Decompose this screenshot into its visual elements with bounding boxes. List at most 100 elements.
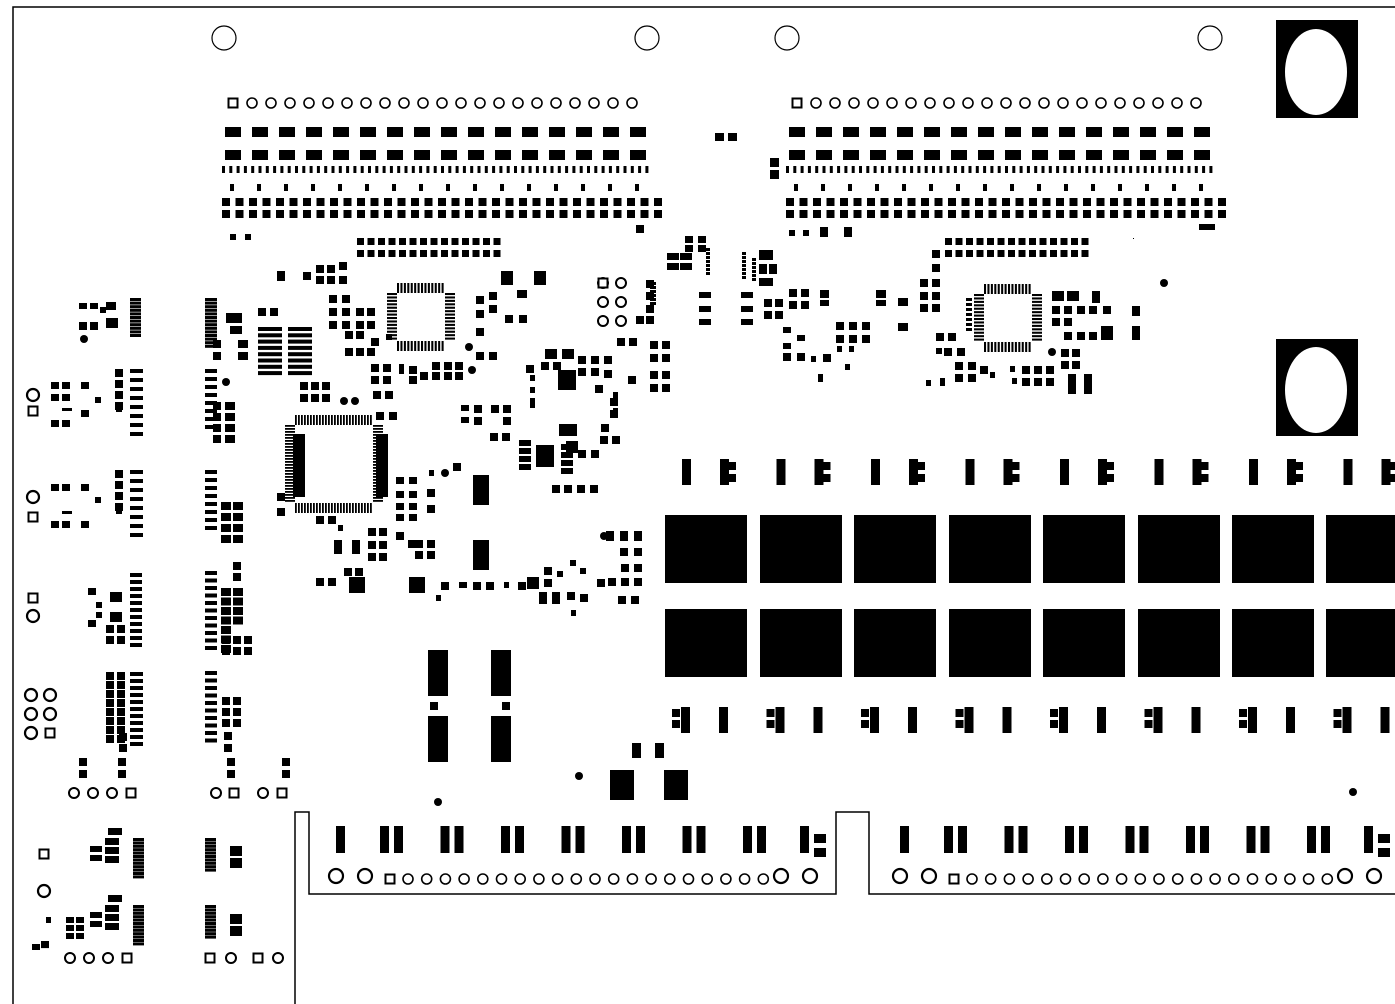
ic-pin-pad [213, 424, 221, 432]
through-hole-pad [83, 952, 95, 964]
ic-pin-pad [90, 912, 102, 918]
ic-pin-pad [224, 744, 232, 752]
ic-pin-pad [130, 700, 143, 704]
ic-pin-pad [205, 646, 217, 650]
ic-pin-pad [966, 313, 972, 316]
smd-pad [1081, 238, 1089, 245]
ic-pin-pad [130, 305, 141, 309]
smd-pad [344, 568, 352, 576]
ic-pin-pad [133, 928, 144, 932]
ic-pin-pad [133, 868, 144, 872]
smd-pad [1064, 306, 1072, 314]
ic-pin-pad [130, 330, 141, 334]
smd-pad [600, 436, 608, 444]
smd-pad [399, 364, 404, 374]
through-hole-pad [327, 867, 345, 885]
through-hole-pad [1336, 867, 1354, 885]
smd-pad [388, 250, 396, 257]
through-hole-pad [87, 787, 99, 799]
smd-pad [504, 582, 509, 588]
ic-pin-pad [205, 494, 217, 498]
ic-pin-pad [205, 377, 217, 381]
ic-pin-pad [205, 518, 217, 522]
ic-pin-pad [205, 344, 217, 348]
through-hole-pad [924, 97, 936, 109]
ic-pin-pad [376, 443, 388, 446]
smd-pad [371, 364, 379, 372]
ic-pin-pad [205, 922, 216, 925]
ic-pin-pad [205, 905, 216, 908]
smd-pad [430, 250, 438, 257]
smd-pad [476, 296, 484, 304]
ic-pin-pad [706, 256, 710, 259]
ic-pin-pad [90, 921, 102, 927]
through-hole-pad [303, 97, 315, 109]
through-hole-pad [867, 97, 879, 109]
smd-pad [1029, 238, 1036, 245]
smd-pad [837, 346, 842, 352]
through-hole-pad [102, 952, 114, 964]
ic-pin-pad [752, 278, 756, 281]
smd-pad [945, 238, 952, 245]
ic-pin-pad [650, 302, 656, 305]
ic-pin-pad [221, 535, 231, 543]
smd-pad [51, 382, 59, 389]
ic-pin-pad [130, 301, 141, 305]
ic-pin-pad [233, 524, 243, 532]
smd-pad [561, 444, 573, 450]
smd-pad [503, 405, 511, 413]
ic-pin-pad [133, 925, 144, 929]
ic-pin-pad [293, 437, 305, 440]
ic-pin-pad [205, 838, 216, 841]
through-hole-pad [1302, 873, 1315, 885]
ic-pin-pad [133, 844, 144, 848]
smd-pad [519, 440, 531, 446]
smd-pad [634, 578, 642, 586]
ic-pin-pad [205, 738, 217, 743]
through-hole-pad [1019, 97, 1031, 109]
smd-pad [530, 375, 535, 381]
ic-pin-pad [293, 446, 305, 449]
smd-pad [1071, 250, 1078, 257]
smd-pad [552, 592, 560, 604]
smd-pad [553, 362, 561, 370]
ic-pin-pad [130, 414, 143, 418]
smd-pad [932, 250, 940, 258]
ic-pin-pad [224, 732, 232, 740]
smd-pad [81, 521, 89, 528]
ic-pin-pad [133, 932, 144, 936]
ic-pin-pad [205, 915, 216, 919]
ic-pin-pad [133, 841, 144, 845]
ic-pin-pad [742, 272, 746, 275]
ic-pin-pad [205, 330, 217, 334]
smd-pad [409, 376, 417, 384]
smd-pad [62, 511, 72, 514]
ic-pin-pad [133, 915, 144, 919]
smd-pad [1132, 306, 1140, 316]
smd-pad [32, 944, 40, 950]
ic-pin-pad [227, 770, 235, 778]
smd-pad [367, 348, 375, 356]
ic-pin-pad [130, 693, 143, 697]
ic-pin-pad [106, 708, 114, 716]
smd-pad [634, 564, 642, 572]
ic-pin-pad [221, 588, 231, 596]
ic-pin-pad [130, 387, 143, 391]
smd-pad [62, 484, 70, 491]
through-hole-pad [1038, 97, 1050, 109]
through-hole-pad [848, 97, 860, 109]
through-hole-pad [962, 97, 974, 109]
ic-pin-pad [205, 608, 217, 613]
smd-pad [955, 250, 963, 257]
through-hole-pad [42, 706, 58, 722]
ic-pin-pad [130, 405, 143, 409]
ic-pin-pad [650, 298, 656, 301]
smd-pad [1064, 332, 1072, 340]
smd-pad [1050, 238, 1057, 245]
ic-pin-pad [706, 264, 710, 267]
smd-pad [578, 450, 586, 458]
smd-pad [926, 380, 931, 386]
smd-pad [444, 372, 452, 380]
ic-pin-pad [205, 334, 217, 337]
